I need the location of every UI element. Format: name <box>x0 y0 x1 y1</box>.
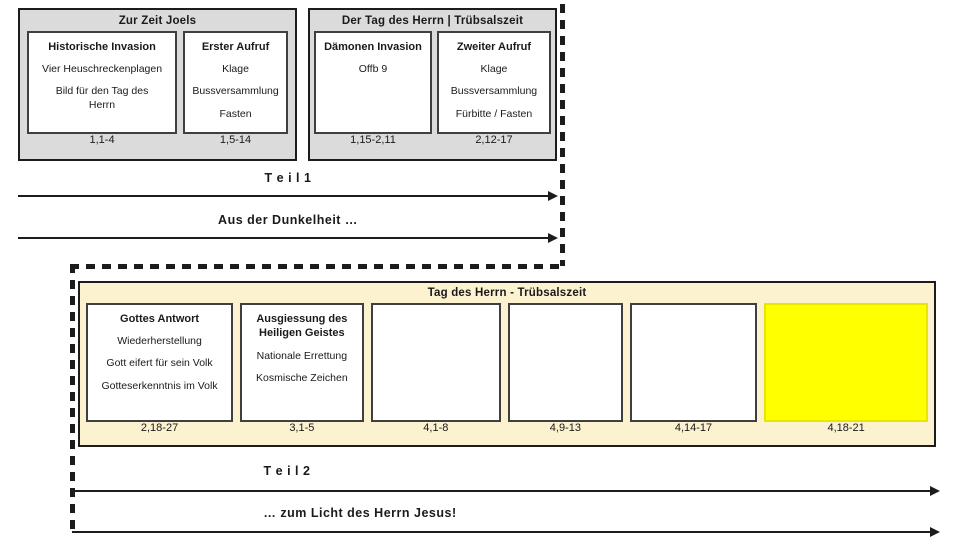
panel-tag-des-herrn-top: Der Tag des Herrn | Trübsalszeit Dämonen… <box>308 8 557 161</box>
panel-columns: Historische Invasion Vier Heuschreckenpl… <box>20 31 295 146</box>
box-line: Vier Heuschreckenplagen <box>42 63 163 76</box>
column-zweiter-aufruf: Zweiter Aufruf Klage Bussversammlung Für… <box>436 31 551 146</box>
box-line: Gotteserkenntnis im Volk <box>101 379 218 392</box>
arrow-shaft <box>72 490 931 492</box>
verse-ref: 3,1-5 <box>289 422 315 434</box>
label-teil-2: T e i l 2 <box>263 464 311 478</box>
box-erster-aufruf: Erster Aufruf Klage Bussversammlung Fast… <box>183 31 288 134</box>
box-line: Klage <box>222 63 249 76</box>
column-daemonen-invasion: Dämonen Invasion Offb 9 1,15-2,11 <box>314 31 432 146</box>
panel-columns: Gottes Antwort Wiederherstellung Gott ei… <box>80 303 934 434</box>
verse-ref: 2,18-27 <box>140 422 179 434</box>
panel-columns: Dämonen Invasion Offb 9 1,15-2,11 Zweite… <box>310 31 555 146</box>
column-erster-aufruf: Erster Aufruf Klage Bussversammlung Fast… <box>183 31 288 146</box>
box-title: Dämonen Invasion <box>324 41 422 53</box>
column-4-14-17: 4,14-17 <box>629 303 758 434</box>
box-line: Bussversammlung <box>192 85 279 98</box>
label-aus-der-dunkelheit: Aus der Dunkelheit … <box>218 213 358 227</box>
arrow-aus-der-dunkelheit <box>18 233 558 243</box>
box-empty <box>508 303 623 422</box>
arrow-zum-licht <box>72 527 940 537</box>
box-historische-invasion: Historische Invasion Vier Heuschreckenpl… <box>27 31 178 134</box>
column-4-18-21: 4,18-21 <box>764 303 928 434</box>
label-zum-licht: … zum Licht des Herrn Jesus! <box>263 506 457 520</box>
box-line: Fasten <box>219 107 252 120</box>
arrow-shaft <box>18 195 549 197</box>
box-gottes-antwort: Gottes Antwort Wiederherstellung Gott ei… <box>86 303 234 422</box>
arrow-head-icon <box>930 527 940 537</box>
arrow-head-icon <box>548 233 558 243</box>
panel-title: Der Tag des Herrn | Trübsalszeit <box>341 14 524 27</box>
arrow-head-icon <box>548 191 558 201</box>
box-empty <box>370 303 502 422</box>
box-ausgiessung-heiliger-geist: Ausgiessung des Heiligen Geistes Nationa… <box>240 303 364 422</box>
box-line: Kosmische Zeichen <box>256 371 348 384</box>
verse-ref: 1,1-4 <box>89 134 115 146</box>
panel-title: Zur Zeit Joels <box>118 14 197 27</box>
verse-ref: 1,15-2,11 <box>350 134 396 146</box>
box-line: Fürbitte / Fasten <box>455 107 533 120</box>
arrow-shaft <box>72 531 931 533</box>
box-title: Erster Aufruf <box>201 41 270 53</box>
arrow-teil-2 <box>72 486 940 496</box>
dashed-line-vertical-top <box>560 4 565 266</box>
box-highlighted-yellow <box>764 303 928 422</box>
column-ausgiessung: Ausgiessung des Heiligen Geistes Nationa… <box>240 303 364 434</box>
verse-ref: 2,12-17 <box>475 134 513 146</box>
box-line: Gott eifert für sein Volk <box>106 357 213 370</box>
verse-ref: 4,9-13 <box>549 422 581 434</box>
dashed-line-vertical-bottom <box>70 264 75 535</box>
box-zweiter-aufruf: Zweiter Aufruf Klage Bussversammlung Für… <box>436 31 551 134</box>
box-line: Bild für den Tag des Herrn <box>55 85 149 111</box>
verse-ref: 1,5-14 <box>219 134 252 146</box>
arrow-teil-1 <box>18 191 558 201</box>
box-empty <box>629 303 758 422</box>
box-line: Wiederherstellung <box>117 335 202 348</box>
box-line: Nationale Errettung <box>256 349 348 362</box>
box-daemonen-invasion: Dämonen Invasion Offb 9 <box>314 31 432 134</box>
panel-tag-des-herrn-bottom: Tag des Herrn - Trübsalszeit Gottes Antw… <box>78 281 936 447</box>
arrow-shaft <box>18 237 549 239</box>
dashed-line-horizontal <box>70 264 565 269</box>
column-gottes-antwort: Gottes Antwort Wiederherstellung Gott ei… <box>86 303 234 434</box>
verse-ref: 4,14-17 <box>674 422 713 434</box>
box-title: Gottes Antwort <box>120 313 200 325</box>
label-teil-1: T e i l 1 <box>264 171 312 185</box>
verse-ref: 4,18-21 <box>827 422 865 434</box>
arrow-head-icon <box>930 486 940 496</box>
box-line: Bussversammlung <box>450 85 538 98</box>
box-title: Zweiter Aufruf <box>456 41 532 53</box>
panel-zur-zeit-joels: Zur Zeit Joels Historische Invasion Vier… <box>18 8 297 161</box>
box-title: Ausgiessung des Heiligen Geistes <box>256 313 348 340</box>
verse-ref: 4,1-8 <box>423 422 449 434</box>
column-historische-invasion: Historische Invasion Vier Heuschreckenpl… <box>27 31 178 146</box>
box-line: Klage <box>480 63 508 76</box>
column-4-1-8: 4,1-8 <box>370 303 502 434</box>
box-line: Offb 9 <box>358 63 388 76</box>
column-4-9-13: 4,9-13 <box>508 303 623 434</box>
panel-title: Tag des Herrn - Trübsalszeit <box>427 287 587 299</box>
box-title: Historische Invasion <box>48 41 156 53</box>
